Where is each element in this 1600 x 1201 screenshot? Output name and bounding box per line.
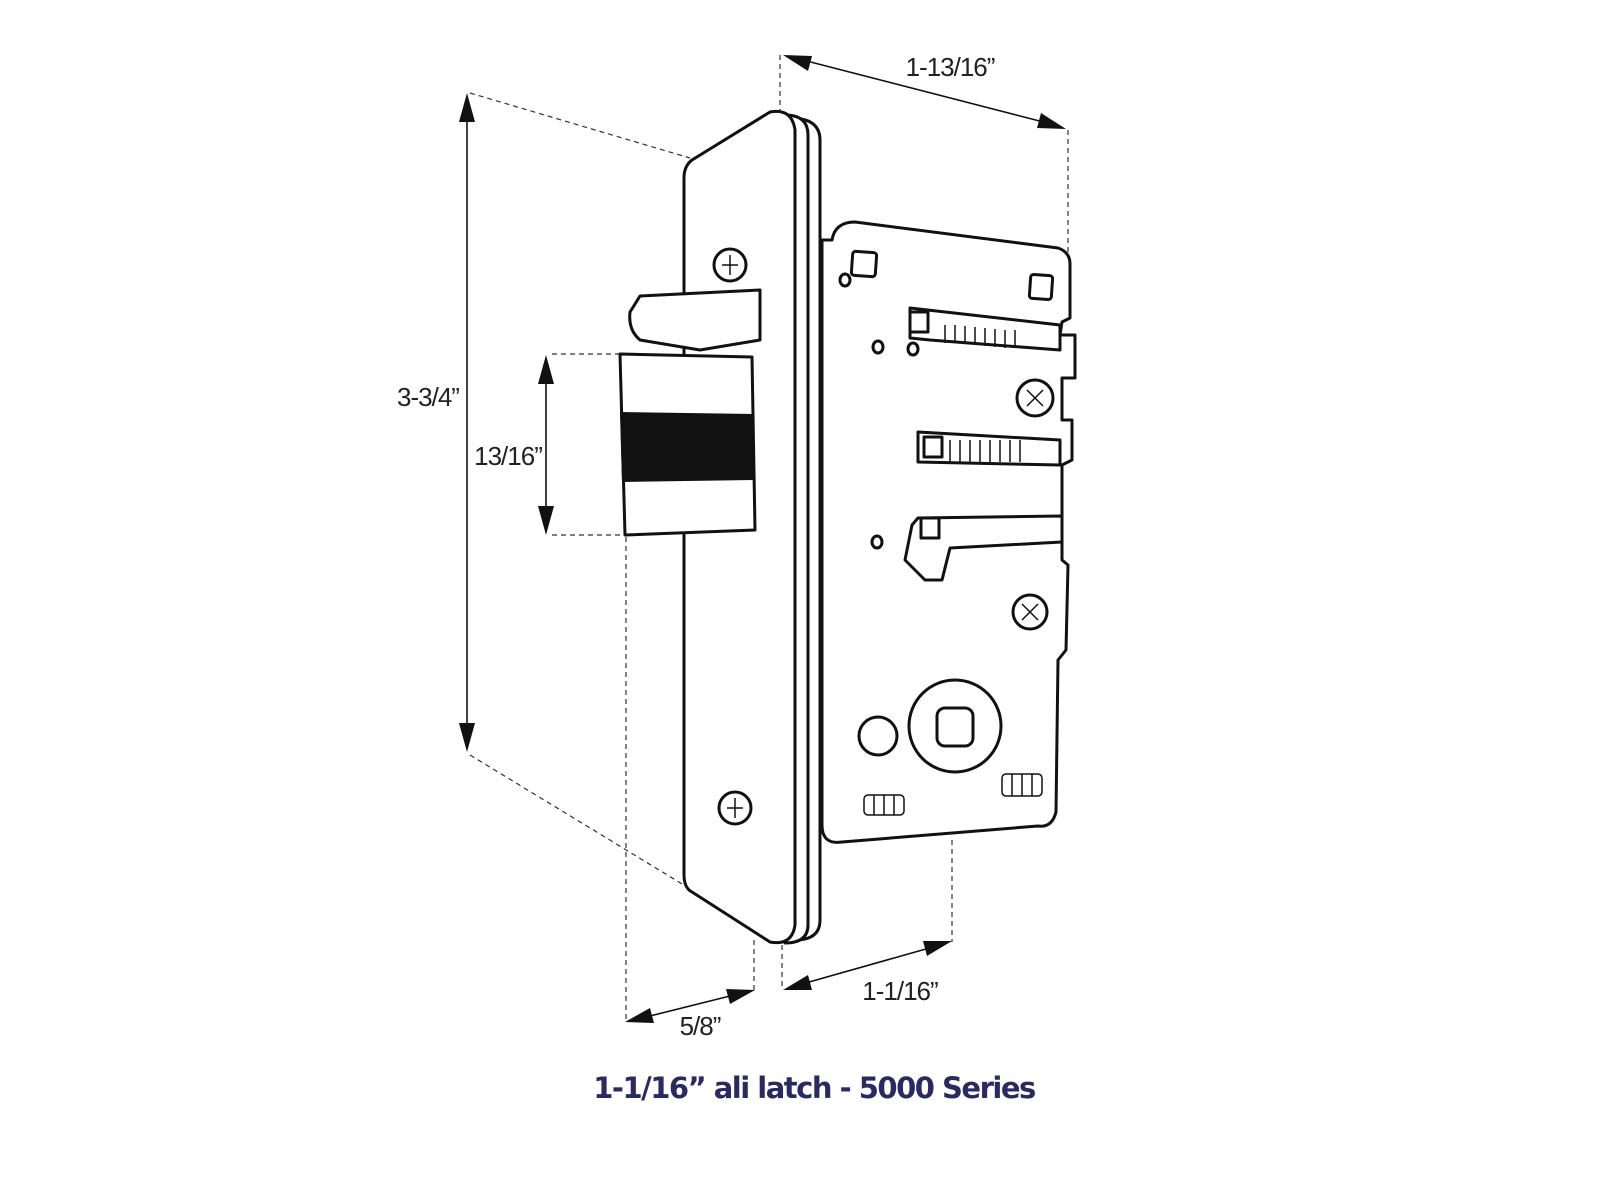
label-bolt-height: 13/16”	[474, 441, 542, 471]
dimension-bolt-projection	[625, 989, 755, 1023]
dimension-depth	[783, 55, 1066, 129]
diagram-title: 1-1/16” ali latch - 5000 Series	[593, 1071, 1035, 1105]
label-backset: 1-1/16”	[862, 976, 938, 1006]
screw-icon	[1015, 378, 1055, 418]
latch-bolt	[618, 352, 757, 537]
dimension-backset	[783, 941, 952, 990]
label-height: 3-3/4”	[397, 382, 459, 412]
mount-hole	[849, 249, 879, 279]
cylinder-hole	[857, 715, 899, 757]
mount-hole	[1027, 272, 1055, 302]
lock-body	[820, 220, 1077, 844]
screw-icon	[717, 790, 753, 826]
screw-icon	[712, 247, 748, 283]
label-bolt-projection: 5/8”	[680, 1011, 721, 1041]
spindle-hub	[907, 678, 1003, 774]
dimension-bolt-height	[538, 355, 554, 535]
extension-lines	[469, 55, 1069, 1020]
vent-slots	[863, 773, 1043, 816]
screw-icon	[1011, 593, 1049, 631]
label-depth: 1-13/16”	[906, 52, 995, 82]
deadlatch-trigger	[628, 288, 762, 352]
dimension-height	[459, 93, 475, 752]
